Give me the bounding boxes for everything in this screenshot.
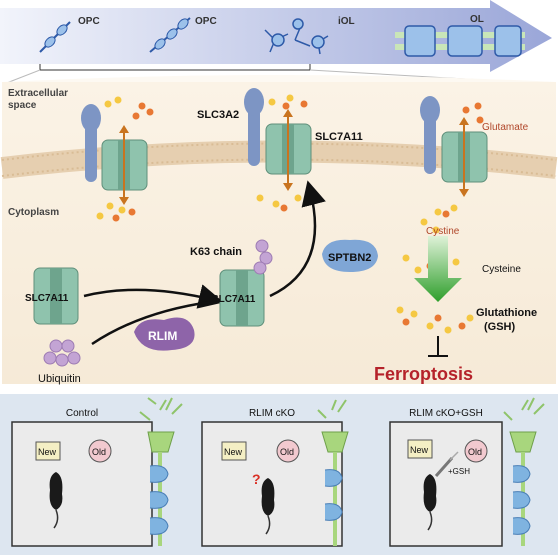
neuron-myelin-2-icon — [317, 399, 349, 546]
panel-1-title: Control — [66, 408, 98, 419]
transporter-middle — [244, 88, 312, 191]
opc-cell-1-icon — [39, 21, 71, 53]
iol-cell-icon — [264, 18, 329, 55]
panel-2-old: Old — [280, 447, 294, 457]
sptbn2-label: SPTBN2 — [328, 252, 371, 264]
arrow-slc7a11-to-complex — [83, 284, 224, 309]
panel-2-new: New — [224, 447, 243, 457]
stage-opc-2: OPC — [195, 16, 217, 27]
panel-rlim-cko-gsh — [389, 421, 503, 547]
slc7a11-left-label: SLC7A11 — [25, 293, 69, 304]
syringe-icon — [434, 451, 459, 477]
rlim-enzyme — [134, 317, 195, 351]
transporter-left — [81, 104, 148, 205]
cysteine-label: Cysteine — [482, 264, 521, 275]
slc7a11-top-label: SLC7A11 — [315, 131, 363, 143]
stage-iol: iOL — [338, 16, 355, 27]
ubiquitin-label: Ubiquitin — [38, 373, 81, 385]
panel-1-old: Old — [92, 447, 106, 457]
slc7a11-cytoplasm-left — [33, 267, 79, 325]
molecule-dots — [96, 94, 484, 334]
question-mark: ? — [252, 471, 261, 487]
neuron-myelin-3-icon — [503, 397, 545, 546]
panel-control — [11, 421, 153, 547]
green-reduction-arrow — [414, 236, 462, 302]
k63-chain-icon — [253, 239, 273, 275]
opc-cell-2-icon — [149, 17, 191, 53]
sptbn2-protein — [322, 239, 378, 272]
glutamate-label: Glutamate — [482, 122, 529, 133]
panel-2-title: RLIM cKO — [249, 408, 295, 419]
slc7a11-mid-label: SLC7A11 — [212, 294, 256, 305]
ol-myelin-icon — [395, 25, 525, 57]
stage-ol: OL — [470, 14, 484, 25]
transporter-right — [420, 96, 488, 197]
ubiquitin-cluster — [43, 339, 81, 367]
cytoplasm-label: Cytoplasm — [8, 207, 59, 218]
panel-1-new: New — [38, 447, 57, 457]
inhibition-bar — [428, 336, 448, 357]
gsh-treatment-label: +GSH — [448, 467, 470, 476]
stage-opc-1: OPC — [78, 16, 100, 27]
zoom-bracket — [39, 64, 311, 71]
slc3a2-label: SLC3A2 — [197, 109, 239, 121]
panel-3-title: RLIM cKO+GSH — [409, 408, 483, 419]
slc7a11-cytoplasm-middle — [219, 269, 265, 327]
panel-3-new: New — [410, 445, 429, 455]
arrow-to-membrane — [269, 180, 326, 298]
k63-label: K63 chain — [190, 246, 242, 258]
neuron-myelin-1-icon — [139, 397, 183, 546]
rlim-label: RLIM — [148, 329, 177, 343]
panel-rlim-cko — [201, 421, 343, 547]
cystine-label: Cystine — [426, 226, 460, 237]
panel-3-old: Old — [468, 447, 482, 457]
ferroptosis-label: Ferroptosis — [374, 364, 473, 384]
gsh-label: (GSH) — [484, 321, 516, 333]
glutathione-label: Glutathione — [476, 307, 537, 319]
arrow-ubiquitin-to-complex — [91, 300, 211, 346]
